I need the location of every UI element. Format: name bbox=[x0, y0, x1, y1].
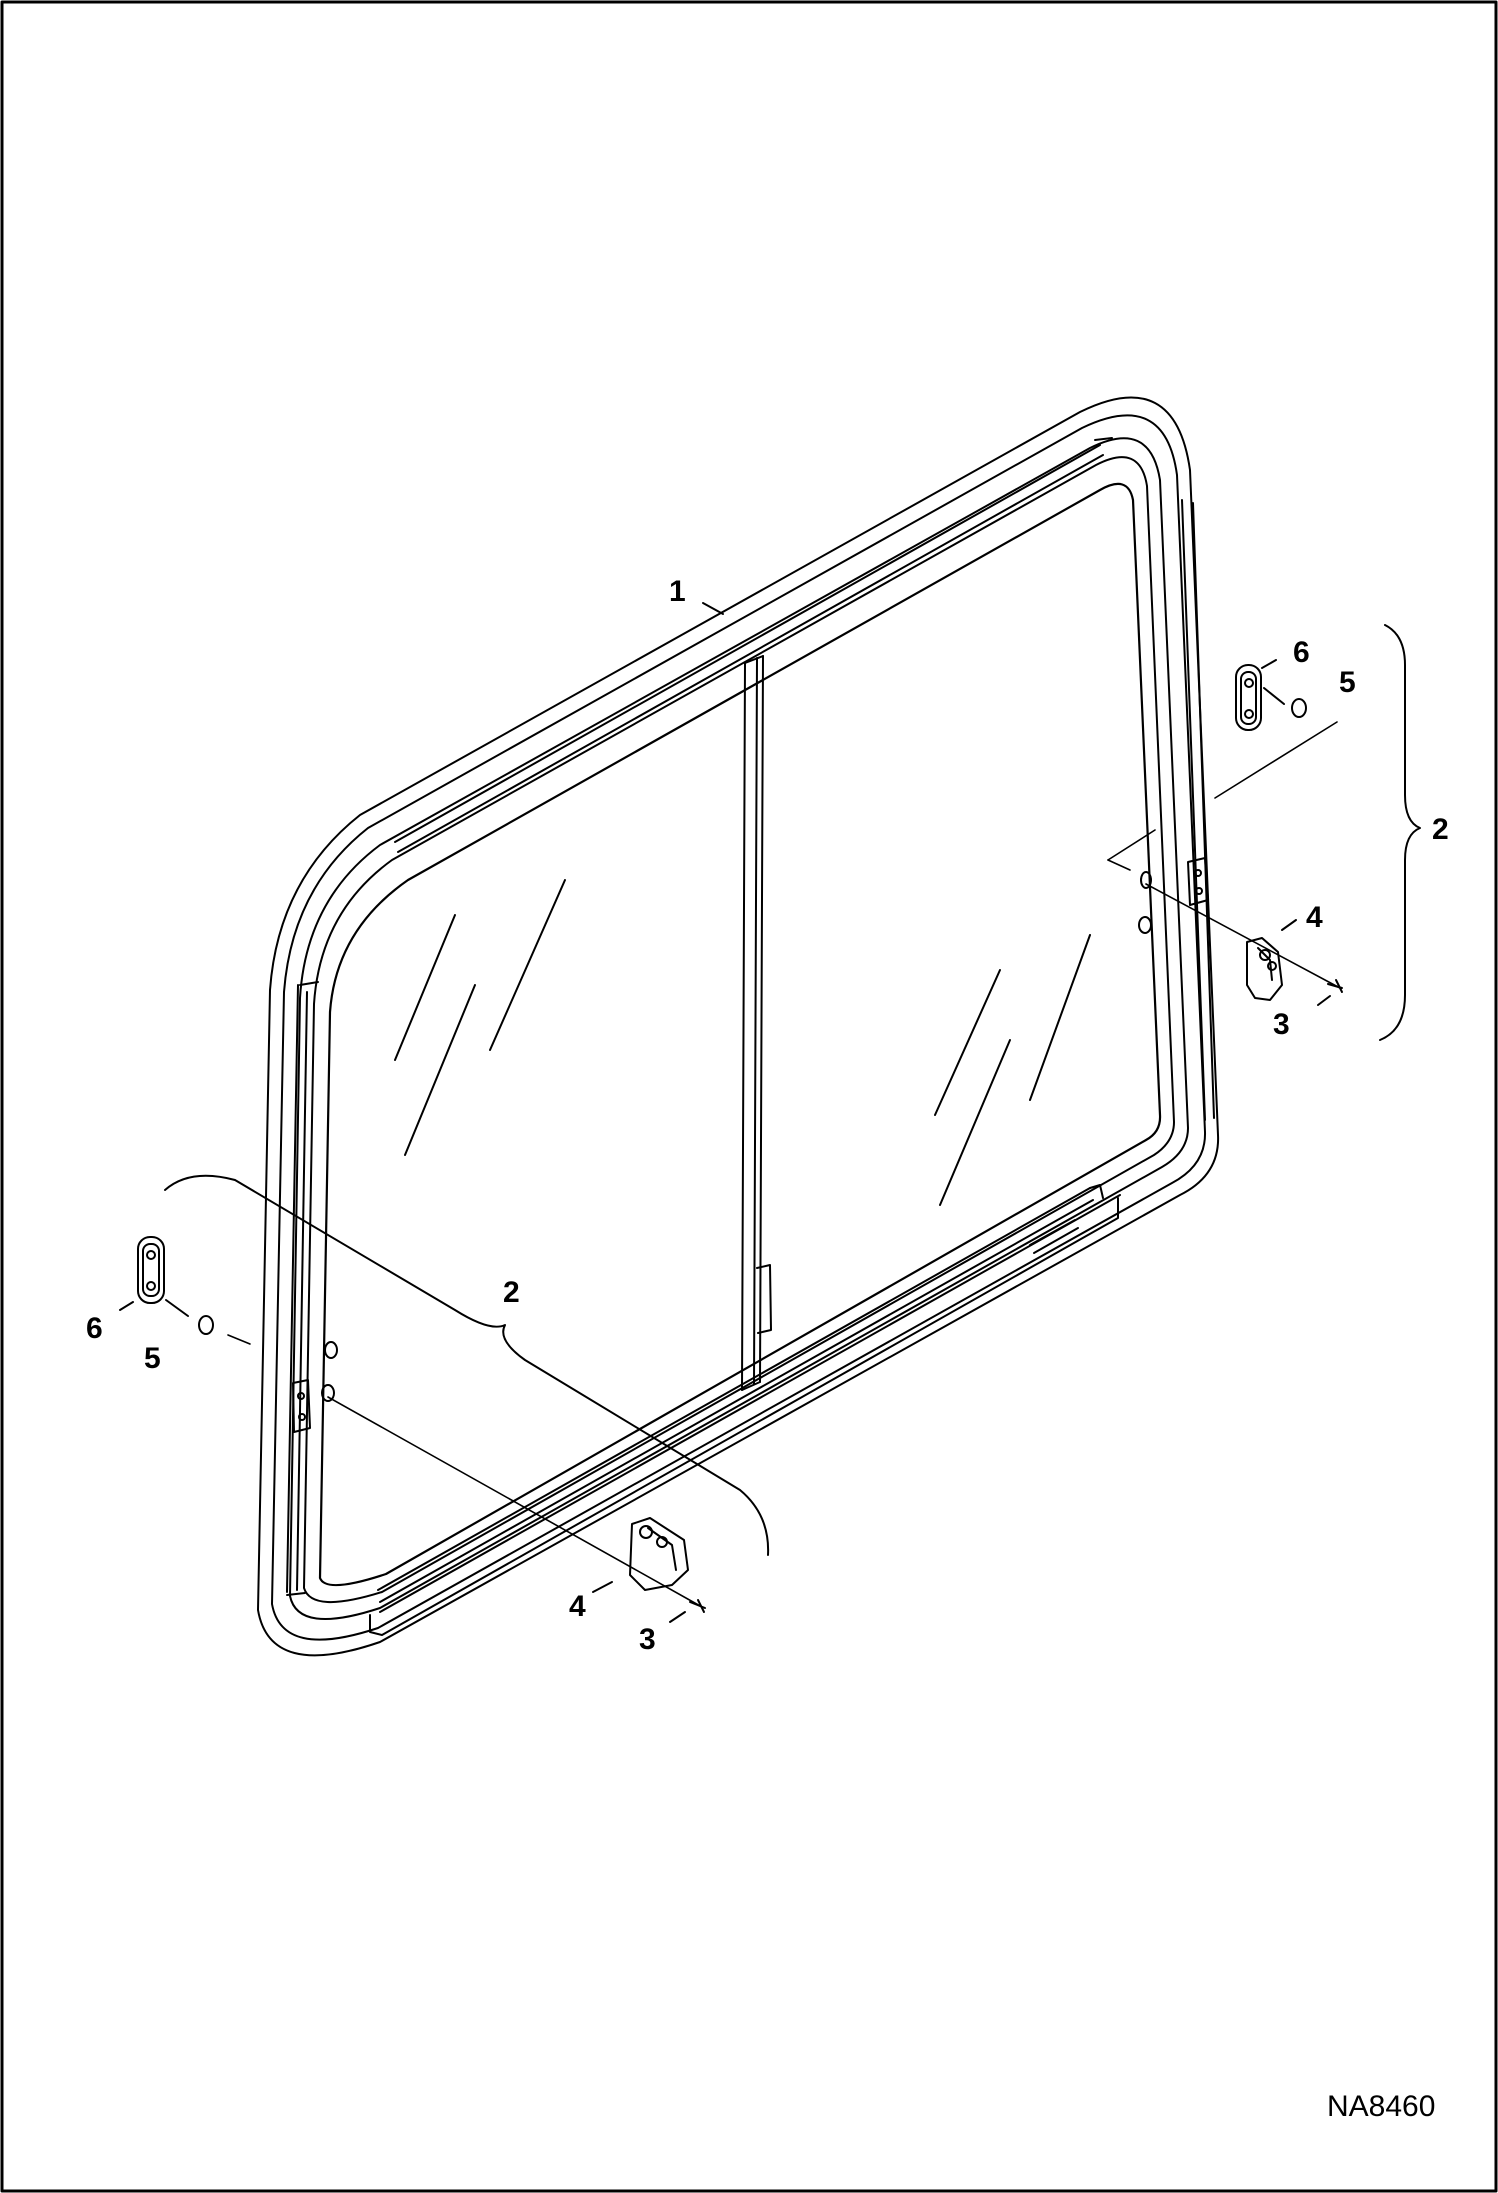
latch-left bbox=[629, 1517, 689, 1591]
latch-right bbox=[1246, 937, 1283, 1001]
bracket-right bbox=[1379, 624, 1421, 1041]
callout-latch-kit-right: 2 bbox=[1432, 813, 1449, 846]
callout-window-assembly: 1 bbox=[669, 575, 686, 608]
callout-latch-right: 4 bbox=[1306, 901, 1323, 934]
right-hardware bbox=[1107, 659, 1343, 1006]
callout-washer-right: 5 bbox=[1339, 666, 1356, 699]
washer-right bbox=[1291, 698, 1307, 718]
callout-handle-right: 6 bbox=[1293, 636, 1310, 669]
callout-latch-kit-left: 2 bbox=[503, 1276, 520, 1309]
callout-screw-left: 3 bbox=[639, 1623, 656, 1656]
callout-latch-left: 4 bbox=[569, 1590, 586, 1623]
window-frame bbox=[257, 396, 1220, 1657]
callout-screw-right: 3 bbox=[1273, 1008, 1290, 1041]
washer-left bbox=[198, 1315, 214, 1335]
callout-washer-left: 5 bbox=[144, 1342, 161, 1375]
bracket-left bbox=[164, 1174, 770, 1556]
left-hardware bbox=[119, 1236, 706, 1623]
handle-right bbox=[1235, 664, 1262, 731]
figure-id-label: NA8460 bbox=[1327, 2090, 1436, 2123]
callout-handle-left: 6 bbox=[86, 1312, 103, 1345]
leader-window-assembly bbox=[702, 602, 724, 615]
handle-left bbox=[137, 1236, 165, 1304]
